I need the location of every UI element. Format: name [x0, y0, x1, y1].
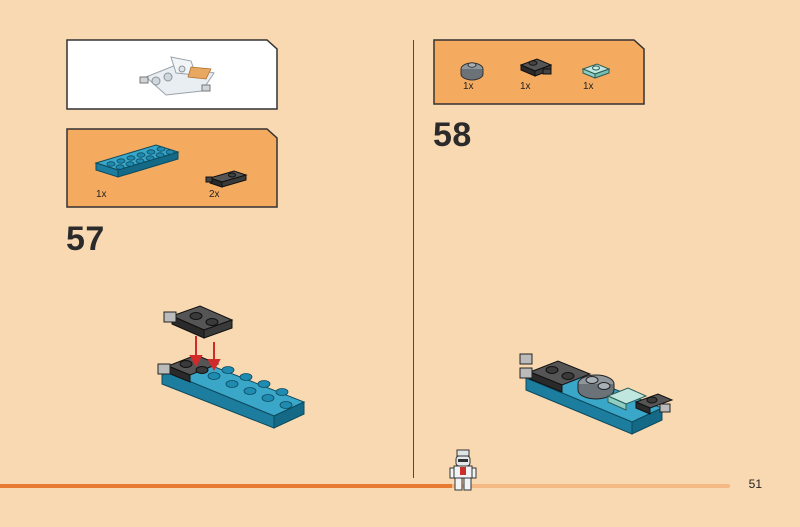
step-number: 58	[433, 116, 472, 154]
page-divider	[413, 40, 414, 478]
gray-round-plate-icon	[460, 62, 484, 81]
black-clip-plate-icon	[205, 170, 248, 188]
step-58-parts-callout: 1x 1x 1x	[433, 39, 645, 105]
black-clip-plate-icon	[519, 58, 553, 77]
step-58-build-illustration	[519, 353, 674, 435]
teal-plate-2x6-icon	[94, 144, 180, 178]
step-number: 57	[66, 220, 105, 258]
subassembly-model-icon	[139, 56, 215, 96]
step-57-parts-callout: 1x 2x	[66, 128, 278, 208]
part-quantity: 1x	[520, 81, 531, 92]
part-quantity: 1x	[583, 81, 594, 92]
minifigure-progress-icon	[449, 449, 477, 491]
part-quantity: 2x	[209, 189, 220, 200]
progress-fill	[0, 484, 452, 488]
page-number: 51	[748, 477, 762, 491]
subassembly-callout	[66, 39, 278, 110]
part-quantity: 1x	[463, 81, 474, 92]
step-57-build-illustration	[157, 305, 306, 429]
callout-frame	[66, 128, 278, 208]
part-quantity: 1x	[96, 189, 107, 200]
light-aqua-tile-icon	[581, 63, 611, 79]
